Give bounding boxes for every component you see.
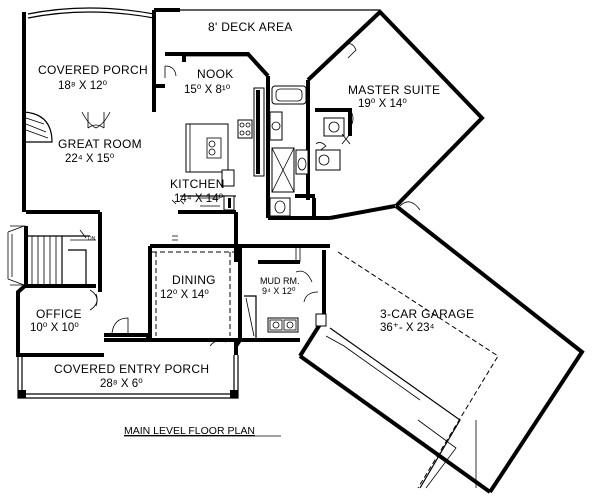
kitchen-fixtures: [171, 87, 265, 211]
garage-dims: 36⁺- X 23⁴: [380, 322, 435, 334]
master-suite-dims: 19⁰ X 14⁰: [358, 98, 407, 110]
mud-room-dims: 9⁴ X 12⁰: [262, 286, 296, 296]
covered-porch-label: COVERED PORCH: [38, 63, 148, 77]
deck-label: 8' DECK AREA: [208, 20, 293, 34]
fireplace-spiral: [22, 111, 53, 150]
stair-dn-label: DN: [88, 236, 96, 242]
office-dims: 10⁰ X 10⁰: [30, 322, 79, 334]
dining-label: DINING: [172, 273, 216, 287]
entry-porch-label: COVERED ENTRY PORCH: [54, 362, 209, 376]
stairs: [26, 229, 96, 286]
mud-room-label: MUD RM.: [260, 276, 300, 286]
great-room-dims: 22⁴ X 15⁰: [65, 153, 115, 165]
dining-ceiling: [152, 251, 234, 336]
office-label: OFFICE: [36, 307, 82, 321]
bath-fixtures: [269, 85, 351, 217]
kitchen-dims: 14⁴ X 14⁰: [174, 193, 224, 205]
kitchen-label: KITCHEN: [170, 177, 225, 191]
mud-fixtures: [244, 295, 327, 338]
entry-porch: [17, 355, 239, 399]
nook-label: NOOK: [197, 67, 234, 81]
plan-title: MAIN LEVEL FLOOR PLAN: [124, 425, 255, 437]
garage-lines: [325, 251, 499, 489]
master-suite-label: MASTER SUITE: [348, 83, 440, 97]
great-room-label: GREAT ROOM: [58, 137, 142, 151]
doors: [81, 43, 421, 347]
entry-porch-dims: 28⁸ X 6⁰: [100, 378, 143, 390]
dining-dims: 12⁰ X 14⁰: [160, 289, 209, 301]
garage-label: 3-CAR GARAGE: [380, 307, 474, 321]
covered-porch-dims: 18⁸ X 12⁰: [58, 80, 107, 92]
windows: [7, 55, 301, 286]
nook-dims: 15⁰ X 8¹⁰: [184, 84, 231, 96]
